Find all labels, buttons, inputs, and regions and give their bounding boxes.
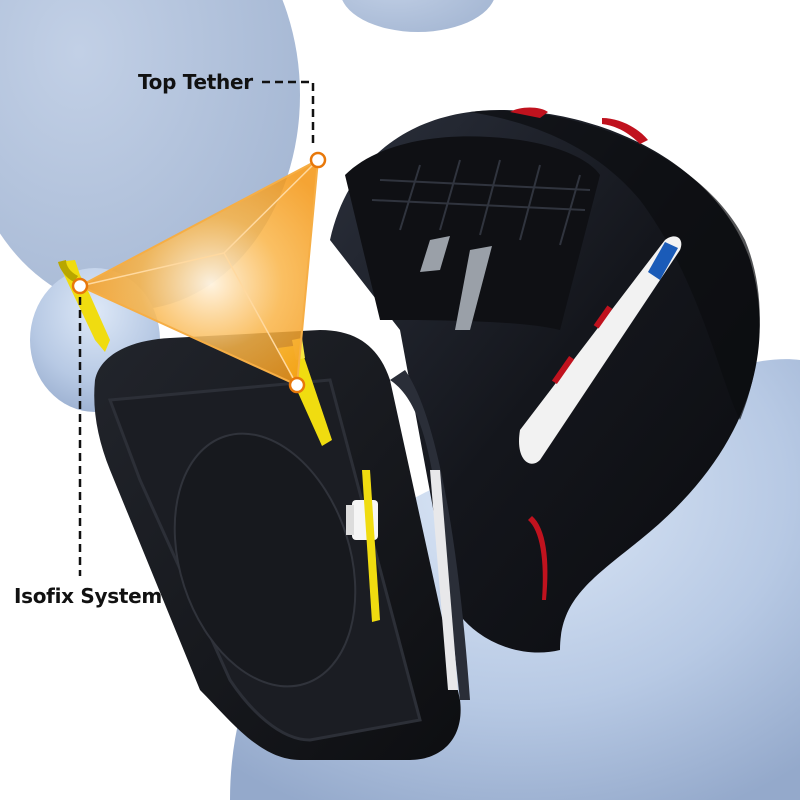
callout-lines bbox=[78, 80, 315, 576]
isofix-anchor-marker-icon bbox=[71, 277, 89, 295]
top-tether-label: Top Tether bbox=[138, 70, 253, 94]
isofix-system-label: Isofix System bbox=[14, 584, 162, 608]
seat-base bbox=[94, 330, 470, 760]
isofix-right-anchor-marker-icon bbox=[288, 376, 306, 394]
tether-anchor-marker-icon bbox=[309, 151, 327, 169]
instruction-sticker bbox=[519, 236, 682, 464]
top-tether-triangle bbox=[77, 158, 320, 387]
